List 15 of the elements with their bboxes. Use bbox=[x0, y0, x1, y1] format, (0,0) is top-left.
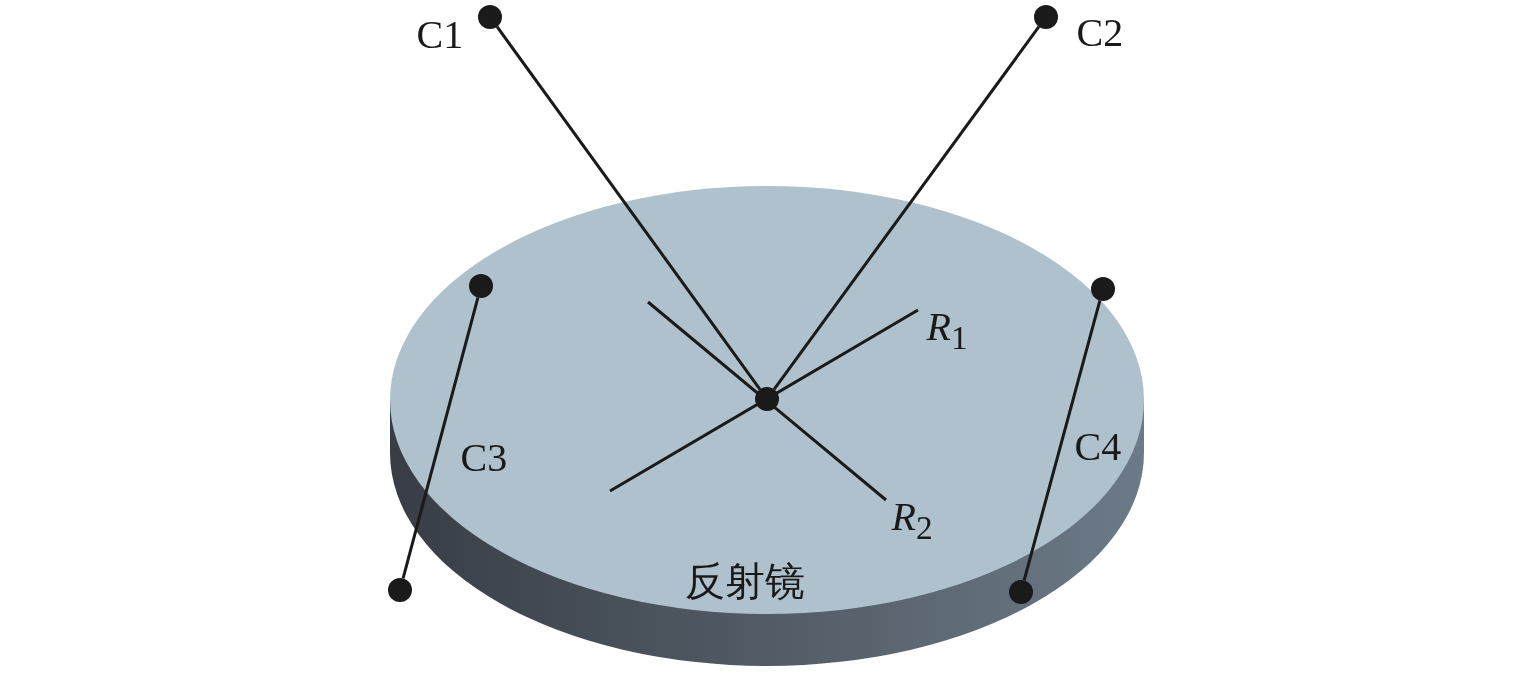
anchor-dot bbox=[388, 578, 412, 602]
anchor-dot bbox=[478, 5, 502, 29]
axis-label: R$_{2}$ bbox=[891, 496, 933, 544]
anchor-dot bbox=[1034, 5, 1058, 29]
cable-line bbox=[772, 25, 1041, 391]
edge-label: C4 bbox=[1074, 427, 1122, 467]
mirror-label: 反射镜 bbox=[685, 561, 805, 601]
edge-label: C1 bbox=[416, 15, 464, 55]
cable-line bbox=[1022, 300, 1102, 581]
edge-label: C2 bbox=[1076, 13, 1124, 53]
edge-label: C3 bbox=[460, 438, 508, 478]
axis-label: R$_{1}$ bbox=[926, 306, 968, 354]
cable-line bbox=[495, 25, 762, 391]
anchor-dot bbox=[1091, 277, 1115, 301]
cable-line bbox=[401, 297, 480, 579]
